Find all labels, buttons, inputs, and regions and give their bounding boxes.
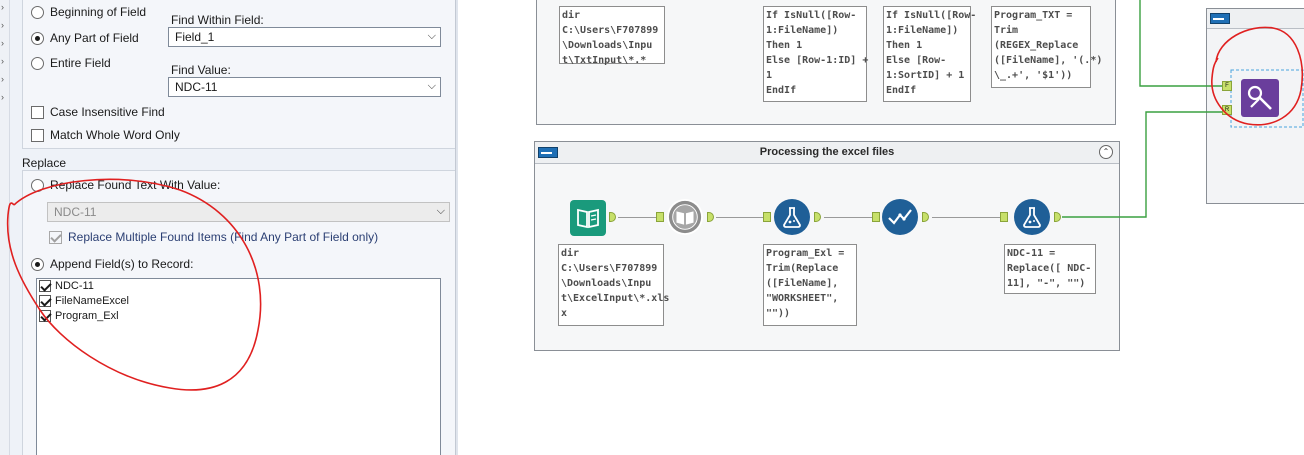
output-anchor[interactable] xyxy=(922,212,929,222)
checkbox-box[interactable] xyxy=(39,280,51,292)
gutter-chevron-icon[interactable]: › xyxy=(1,20,4,30)
replace-value: NDC-11 xyxy=(54,205,97,219)
find-replace-tool[interactable] xyxy=(1241,79,1279,117)
append-field-label: FileNameExcel xyxy=(55,295,129,307)
append-fields-list[interactable]: NDC-11 FileNameExcel Program_Exl xyxy=(36,278,441,455)
find-within-field-select[interactable]: Field_1 ⌵ xyxy=(168,27,441,47)
output-anchor[interactable] xyxy=(814,212,821,222)
find-replace-config-panel: Beginning of Field Any Part of Field Ent… xyxy=(10,0,458,455)
left-gutter: › › › › › › xyxy=(0,0,10,455)
checkbox-label: Case Insensitive Find xyxy=(50,105,165,119)
input-anchor[interactable] xyxy=(1000,212,1008,222)
find-value-select[interactable]: NDC-11 ⌵ xyxy=(168,77,441,97)
container-title: Processing the excel files xyxy=(759,146,895,158)
red-highlight-circle-tool xyxy=(1211,26,1304,126)
checkbox-box[interactable] xyxy=(31,128,44,142)
find-within-field-value: Field_1 xyxy=(175,30,215,44)
radio-indicator[interactable] xyxy=(31,257,44,271)
append-field-label: Program_Exl xyxy=(55,310,119,322)
book-open-icon xyxy=(577,208,599,229)
find-within-field-label: Find Within Field: xyxy=(171,13,264,27)
output-anchor[interactable] xyxy=(609,212,616,222)
radio-label: Beginning of Field xyxy=(50,5,147,19)
green-connectors xyxy=(1062,0,1304,218)
container-header: Processing the excel files ⌃ xyxy=(535,142,1119,164)
case-insensitive-checkbox[interactable]: Case Insensitive Find xyxy=(31,105,165,119)
radio-label: Replace Found Text With Value: xyxy=(50,178,221,192)
gutter-chevron-icon[interactable]: › xyxy=(1,38,4,48)
annotation-program-txt: Program_TXT = Trim (REGEX_Replace ([File… xyxy=(991,6,1102,88)
gutter-chevron-icon[interactable]: › xyxy=(1,74,4,84)
connector-line xyxy=(618,217,663,218)
container-toggle-icon[interactable] xyxy=(538,147,558,158)
radio-indicator[interactable] xyxy=(31,56,44,70)
flask-icon xyxy=(1023,207,1041,228)
connector-line xyxy=(932,217,1004,218)
top-container[interactable]: dir C:\Users\F707899 \Downloads\Inpu t\T… xyxy=(536,0,1116,125)
output-anchor[interactable] xyxy=(707,212,714,222)
radio-label: Any Part of Field xyxy=(50,31,139,45)
panel-splitter[interactable] xyxy=(455,0,458,455)
checkbox-box[interactable] xyxy=(49,230,62,244)
input-anchor[interactable] xyxy=(656,212,664,222)
collapse-icon[interactable]: ⌃ xyxy=(1099,145,1113,159)
dynamic-input-tool[interactable] xyxy=(667,199,703,235)
radio-indicator[interactable] xyxy=(31,5,44,19)
input-anchor[interactable] xyxy=(872,212,880,222)
annotation-row-id: If IsNull([Row- 1:FileName]) Then 1 Else… xyxy=(763,6,868,102)
annotation-row-sortid: If IsNull([Row- 1:FileName]) Then 1 Else… xyxy=(883,6,976,102)
find-anchor[interactable]: F xyxy=(1222,81,1232,91)
radio-label: Entire Field xyxy=(50,56,111,70)
formula-tool[interactable] xyxy=(774,199,810,235)
radio-any-part-of-field[interactable]: Any Part of Field xyxy=(31,31,139,45)
append-field-item-program-exl[interactable]: Program_Exl xyxy=(39,310,119,322)
connector-line xyxy=(824,217,876,218)
checkbox-box[interactable] xyxy=(39,295,51,307)
replace-section-title: Replace xyxy=(22,156,67,170)
replace-multiple-checkbox[interactable]: Replace Multiple Found Items (Find Any P… xyxy=(49,230,378,244)
gear-book-icon xyxy=(668,200,702,234)
checkbox-box[interactable] xyxy=(31,105,44,119)
directory-tool[interactable] xyxy=(570,200,606,236)
match-whole-word-checkbox[interactable]: Match Whole Word Only xyxy=(31,128,180,142)
annotation-dir-txtinput: dir C:\Users\F707899 \Downloads\Inpu t\T… xyxy=(559,6,665,66)
connector-line xyxy=(716,217,771,218)
append-field-label: NDC-11 xyxy=(55,280,94,292)
find-replace-icon xyxy=(1247,85,1272,110)
chevron-down-icon[interactable]: ⌵ xyxy=(427,30,436,42)
replace-value-select[interactable]: NDC-11 ⌵ xyxy=(47,202,450,222)
formula-tool-2[interactable] xyxy=(1014,199,1050,235)
checkbox-box[interactable] xyxy=(39,310,51,322)
output-anchor[interactable] xyxy=(1054,212,1061,222)
gutter-chevron-icon[interactable]: › xyxy=(1,92,4,102)
chevron-down-icon[interactable]: ⌵ xyxy=(436,205,445,217)
select-check-icon xyxy=(888,209,912,225)
container-toggle-icon[interactable] xyxy=(1210,13,1230,24)
input-anchor[interactable] xyxy=(763,212,771,222)
find-value-value: NDC-11 xyxy=(175,80,218,94)
select-tool[interactable] xyxy=(882,199,918,235)
append-field-item-filenameexcel[interactable]: FileNameExcel xyxy=(39,295,129,307)
radio-indicator[interactable] xyxy=(31,178,44,192)
radio-beginning-of-field[interactable]: Beginning of Field xyxy=(31,5,146,19)
find-value-label: Find Value: xyxy=(171,63,231,77)
radio-replace-found-text[interactable]: Replace Found Text With Value: xyxy=(31,178,220,192)
radio-entire-field[interactable]: Entire Field xyxy=(31,56,111,70)
find-group: Beginning of Field Any Part of Field Ent… xyxy=(22,0,457,149)
checkbox-label: Replace Multiple Found Items (Find Any P… xyxy=(68,230,379,244)
radio-label: Append Field(s) to Record: xyxy=(50,257,194,271)
annotation-program-exl: Program_Exl = Trim(Replace ([FileName], … xyxy=(763,244,857,326)
append-field-item-ndc-11[interactable]: NDC-11 xyxy=(39,280,94,292)
gutter-chevron-icon[interactable]: › xyxy=(1,56,4,66)
radio-append-fields[interactable]: Append Field(s) to Record: xyxy=(31,257,193,271)
chevron-down-icon[interactable]: ⌵ xyxy=(427,80,436,92)
workflow-canvas[interactable]: dir C:\Users\F707899 \Downloads\Inpu t\T… xyxy=(458,0,1304,455)
gutter-chevron-icon[interactable]: › xyxy=(1,2,4,12)
checkbox-label: Match Whole Word Only xyxy=(50,128,180,142)
radio-indicator[interactable] xyxy=(31,31,44,45)
annotation-dir-excelinput: dir C:\Users\F707899 \Downloads\Inpu t\E… xyxy=(558,244,669,326)
annotation-ndc-11: NDC-11 = Replace([ NDC- 11], "-", "") xyxy=(1004,244,1096,294)
flask-icon xyxy=(783,207,801,228)
